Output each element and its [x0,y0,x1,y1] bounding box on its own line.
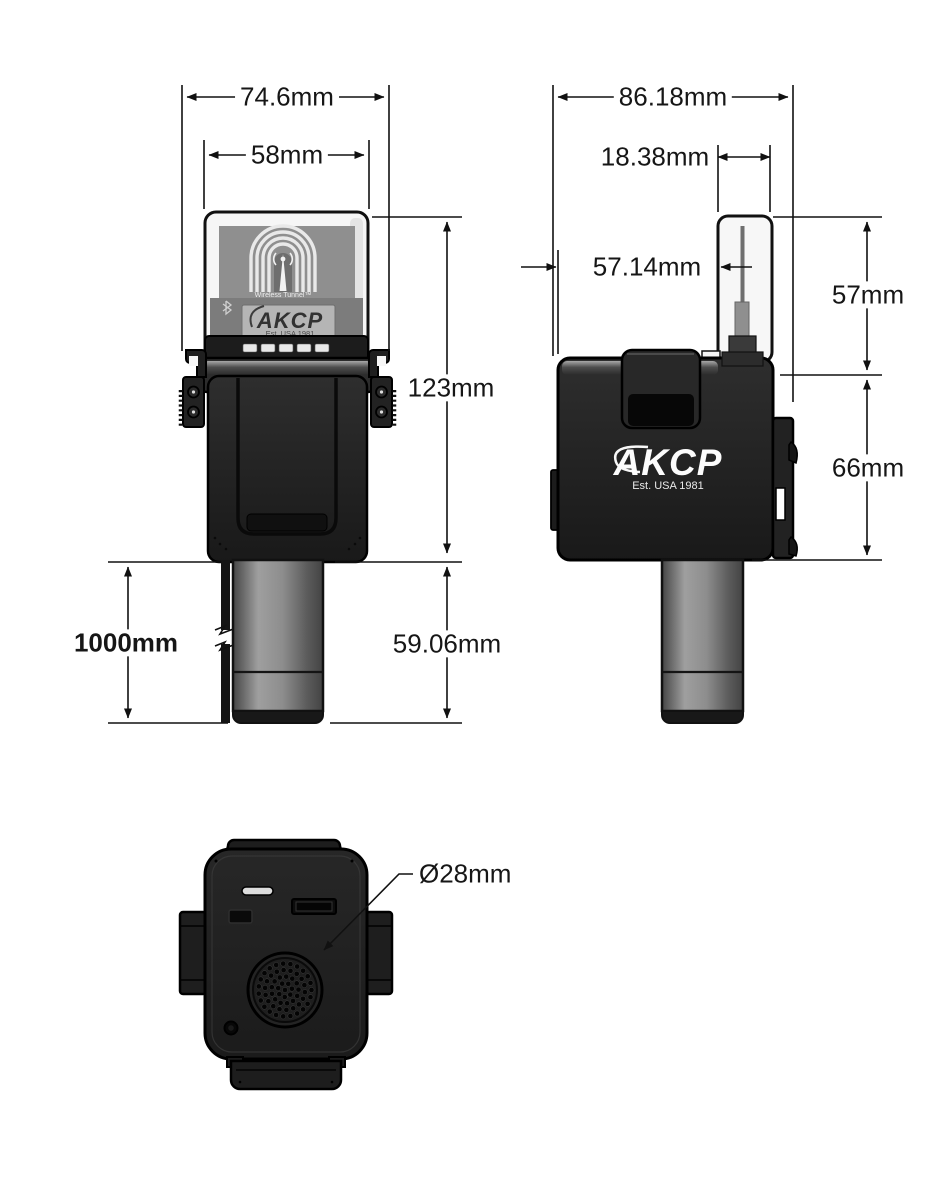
hinge-clip [620,348,702,430]
din-rail-clip [771,416,798,560]
dimension-lines-side [521,85,882,561]
wireless-tunnel-logo: Wireless Tunnel™ [249,224,317,299]
dim-body-height: 66mm [826,454,910,482]
akcp-swoosh-icon [249,305,265,328]
dim-cable-length: 1000mm [68,629,184,657]
side-view: AKCP Est. USA 1981 [550,214,798,724]
akcp-badge: AKCP Est. USA 1981 [241,304,336,339]
connector-port [291,898,337,915]
bottom-bracket [226,1056,346,1091]
side-brand-text: AKCP [613,442,723,483]
side-akcp-logo: AKCP Est. USA 1981 [613,442,723,492]
dim-grille-diameter: Ø28mm [417,858,514,889]
dim-antenna-offset: 57.14mm [587,253,707,281]
sensor-probe-side [660,558,745,724]
sensor-probe-front [231,558,325,724]
front-view: Wireless Tunnel™ AKCP Est. USA 1981 [178,210,397,724]
front-body [206,374,369,564]
bluetooth-icon [222,300,233,316]
bottom-clip-right [364,910,394,996]
dim-front-cover-width: 58mm [245,141,329,169]
mounting-clip-left [178,349,207,428]
texture-dots [213,536,362,551]
dim-probe-length: 59.06mm [387,630,507,658]
leader-line-grille [323,873,413,951]
bottom-clip-left [178,910,208,996]
speaker-grille-holes [255,960,315,1020]
reset-hole [223,1020,239,1036]
speaker-grille [246,951,324,1029]
dim-front-overall-width: 74.6mm [235,83,339,111]
aux-port [228,909,253,924]
side-brand-tagline: Est. USA 1981 [632,480,704,492]
dim-front-overall-height: 123mm [402,374,500,402]
side-body: AKCP Est. USA 1981 [550,335,798,562]
dim-antenna-cover-height: 57mm [826,281,910,309]
led-indicators [204,335,369,361]
antenna-mast-icon [279,254,287,291]
akcp-swoosh-icon [613,445,649,474]
bottom-view [178,838,394,1091]
usb-port [241,886,274,896]
dim-antenna-cover-width: 18.38mm [595,143,715,171]
mounting-clip-right [368,349,397,428]
sensor-cable [214,560,237,723]
front-brand-tagline: Est. USA 1981 [266,329,315,338]
front-brand-text: AKCP [256,308,323,333]
product-logo-text: Wireless Tunnel™ [255,292,312,299]
cable-break-icon [214,624,237,636]
dim-side-overall-width: 86.18mm [613,83,733,111]
